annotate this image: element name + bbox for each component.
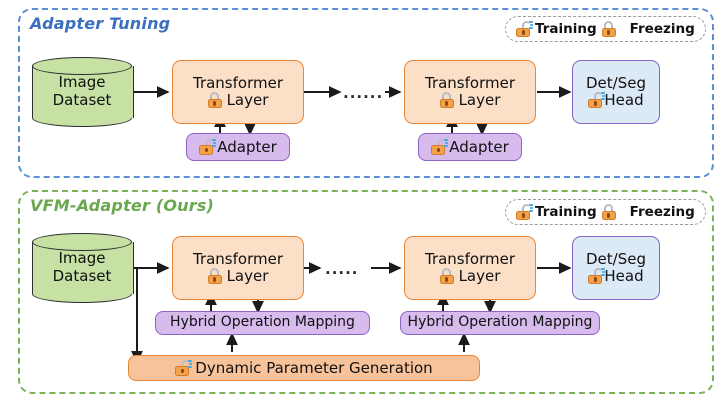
adapter-label: Adapter (449, 137, 509, 156)
ellipsis-bottom: ..... (325, 260, 359, 278)
adapter-label: Adapter (217, 137, 277, 156)
transformer-line1: Transformer (192, 74, 283, 93)
legend-freezing-label: Freezing (629, 21, 695, 37)
det-seg-head-box-top: Det/Seg Head (572, 60, 660, 124)
transformer-line2: Layer (226, 267, 269, 285)
panel-title-vfm-adapter: VFM-Adapter (Ours) (30, 196, 215, 215)
legend-freezing-label: Freezing (629, 204, 695, 220)
panel-adapter-tuning (18, 8, 714, 178)
locked-lock-icon (601, 204, 616, 220)
transformer-layer-box-top-2: Transformer Layer (404, 60, 536, 124)
transformer-layer-box-bottom-1: Transformer Layer (172, 236, 304, 300)
locked-lock-icon (601, 21, 616, 37)
locked-lock-icon (207, 268, 222, 285)
det-seg-head-box-bottom: Det/Seg Head (572, 236, 660, 300)
image-dataset-cylinder-top: Image Dataset (32, 57, 134, 127)
locked-lock-icon (207, 92, 222, 109)
hom-label: Hybrid Operation Mapping (407, 314, 593, 331)
transformer-line2: Layer (458, 91, 501, 109)
adapter-box-top-2: Adapter (418, 133, 522, 161)
unlocked-lock-icon (516, 21, 533, 37)
dataset-line2: Dataset (52, 91, 112, 109)
dataset-line1: Image (58, 249, 106, 268)
image-dataset-cylinder-bottom: Image Dataset (32, 233, 134, 303)
transformer-layer-box-bottom-2: Transformer Layer (404, 236, 536, 300)
dynamic-parameter-generation-box: Dynamic Parameter Generation (128, 355, 480, 381)
transformer-line2: Layer (226, 91, 269, 109)
legend-training-label: Training (535, 21, 597, 37)
head-line2: Head (604, 267, 644, 285)
panel-title-adapter-tuning: Adapter Tuning (30, 14, 171, 33)
head-line1: Det/Seg (586, 250, 646, 269)
unlocked-lock-icon (588, 268, 606, 285)
unlocked-lock-icon (588, 92, 606, 109)
transformer-layer-box-top-1: Transformer Layer (172, 60, 304, 124)
legend-training-label: Training (535, 204, 597, 220)
transformer-line2: Layer (458, 267, 501, 285)
panel-vfm-adapter (18, 190, 714, 394)
adapter-box-top-1: Adapter (186, 133, 290, 161)
unlocked-lock-icon (516, 204, 533, 220)
hom-label: Hybrid Operation Mapping (170, 314, 355, 331)
unlocked-lock-icon (431, 138, 449, 155)
legend-top: Training Freezing (505, 16, 706, 42)
transformer-line1: Transformer (424, 74, 515, 93)
locked-lock-icon (439, 268, 454, 285)
dataset-line2: Dataset (52, 267, 112, 285)
hybrid-operation-mapping-box-1: Hybrid Operation Mapping (155, 311, 370, 335)
transformer-line1: Transformer (192, 250, 283, 269)
locked-lock-icon (439, 92, 454, 109)
legend-bottom: Training Freezing (505, 199, 706, 225)
transformer-line1: Transformer (424, 250, 515, 269)
unlocked-lock-icon (199, 138, 217, 155)
dataset-line1: Image (58, 73, 106, 92)
dpg-label: Dynamic Parameter Generation (195, 358, 433, 377)
head-line1: Det/Seg (586, 74, 646, 93)
head-line2: Head (604, 91, 644, 109)
hybrid-operation-mapping-box-2: Hybrid Operation Mapping (400, 311, 600, 335)
unlocked-lock-icon (175, 359, 193, 376)
ellipsis-top: ...... (343, 84, 384, 102)
